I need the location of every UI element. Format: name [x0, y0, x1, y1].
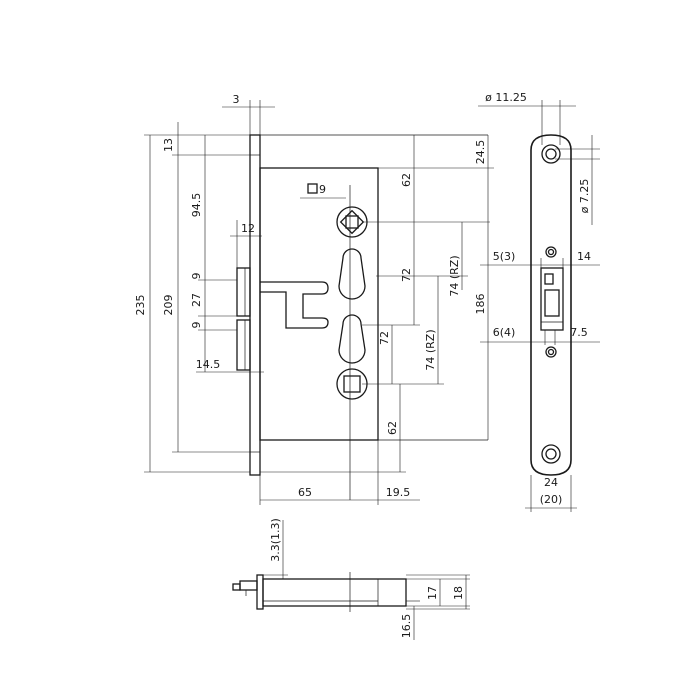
- dim-72-lower: 72: [378, 331, 391, 345]
- lock-case: [259, 167, 379, 441]
- front-view: [236, 134, 488, 500]
- dim-6-4: 6(4): [493, 326, 516, 339]
- dim-18: 18: [452, 586, 465, 600]
- side-view: [530, 134, 572, 476]
- square-symbol: [307, 183, 318, 194]
- upper-cylinder-hole: [338, 248, 366, 300]
- dim-62-bottom: 62: [386, 421, 399, 435]
- dim-19-5: 19.5: [386, 486, 411, 499]
- dim-209: 209: [162, 295, 175, 316]
- latch-bolt: [236, 267, 251, 317]
- bottom-faceplate: [256, 574, 264, 610]
- dim-62-top: 62: [400, 173, 413, 187]
- bottom-view: [232, 572, 407, 612]
- front-dimensions: 235 209 13 94.5 9 27 9 12 14.5 3: [134, 93, 494, 505]
- dim-74-rz-lower: 74 (RZ): [424, 329, 437, 370]
- screw-hole-bottom: [541, 444, 561, 464]
- dim-3-3: 3.3(1.3): [269, 518, 282, 562]
- dim-24: 24: [544, 476, 558, 489]
- dim-12: 12: [241, 222, 255, 235]
- side-dimensions: ø 11.25 ø 7.25 5(3) 14 6(4) 7.5 24 (20): [478, 91, 600, 512]
- dim-24-5: 24.5: [474, 140, 487, 165]
- dim-20: (20): [540, 493, 563, 506]
- dim-14: 14: [577, 250, 591, 263]
- dim-7-5: 7.5: [570, 326, 588, 339]
- dim-186: 186: [474, 294, 487, 315]
- dim-9-top: 9: [190, 273, 203, 280]
- dim-72-upper: 72: [400, 268, 413, 282]
- dim-74-rz-upper: 74 (RZ): [448, 255, 461, 296]
- bottom-dimensions: 3.3(1.3) 17 18 16.5: [263, 518, 470, 640]
- faceplate: [249, 134, 261, 476]
- dim-9-bottom: 9: [190, 322, 203, 329]
- dim-235: 235: [134, 295, 147, 316]
- screw-hole-mid-bottom: [545, 346, 557, 358]
- bottom-case: [262, 578, 407, 607]
- screw-hole-mid-top: [545, 246, 557, 258]
- dim-17: 17: [426, 586, 439, 600]
- bottom-bolt: [239, 580, 258, 591]
- dim-13: 13: [162, 138, 175, 152]
- dim-5-3: 5(3): [493, 250, 516, 263]
- dim-65: 65: [298, 486, 312, 499]
- dim-3: 3: [233, 93, 240, 106]
- dim-dia-11-25: ø 11.25: [485, 91, 527, 104]
- latch-window: [540, 267, 564, 331]
- screw-hole-top: [541, 144, 561, 164]
- dim-27: 27: [190, 293, 203, 307]
- dim-14-5: 14.5: [196, 358, 221, 371]
- square-size-label: 9: [319, 183, 326, 196]
- lower-cylinder-hole: [338, 314, 366, 364]
- dead-bolt: [236, 319, 251, 371]
- dim-16-5: 16.5: [400, 614, 413, 639]
- faceplate-outline: [530, 134, 572, 476]
- dim-dia-7-25: ø 7.25: [578, 179, 591, 214]
- dim-94-5: 94.5: [190, 193, 203, 218]
- bolt-slot: [260, 281, 329, 329]
